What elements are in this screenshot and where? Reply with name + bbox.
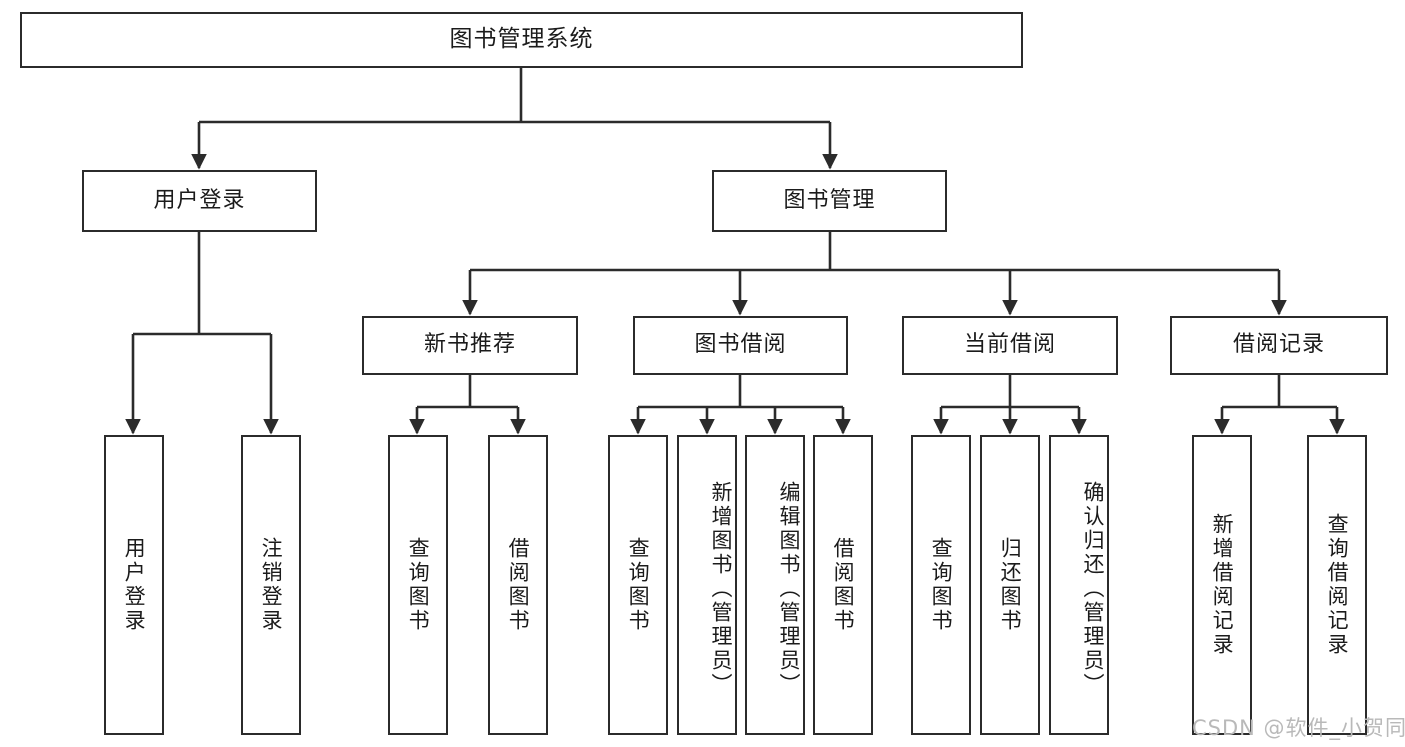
csdn-watermark: CSDN @软件_小贺同学	[1192, 716, 1405, 740]
node-book-borrow[interactable]: 图书借阅	[633, 316, 848, 375]
leaf-book-borrow-edit-admin[interactable]: 编辑图书（管理员）	[745, 435, 805, 735]
leaf-new-book-query[interactable]: 查询图书	[388, 435, 448, 735]
leaf-borrow-record-query[interactable]: 查询借阅记录	[1307, 435, 1367, 735]
node-new-book-recommend[interactable]: 新书推荐	[362, 316, 578, 375]
leaf-book-borrow-add-admin[interactable]: 新增图书（管理员）	[677, 435, 737, 735]
node-borrow-record[interactable]: 借阅记录	[1170, 316, 1388, 375]
node-root-system[interactable]: 图书管理系统	[20, 12, 1023, 68]
node-book-management[interactable]: 图书管理	[712, 170, 947, 232]
leaf-user-login-logout[interactable]: 注销登录	[241, 435, 301, 735]
leaf-book-borrow-borrow[interactable]: 借阅图书	[813, 435, 873, 735]
leaf-current-borrow-query[interactable]: 查询图书	[911, 435, 971, 735]
leaf-user-login-login[interactable]: 用户登录	[104, 435, 164, 735]
node-current-borrow[interactable]: 当前借阅	[902, 316, 1118, 375]
leaf-new-book-borrow[interactable]: 借阅图书	[488, 435, 548, 735]
node-user-login[interactable]: 用户登录	[82, 170, 317, 232]
leaf-current-borrow-return[interactable]: 归还图书	[980, 435, 1040, 735]
leaf-borrow-record-add[interactable]: 新增借阅记录	[1192, 435, 1252, 735]
leaf-current-borrow-confirm-admin[interactable]: 确认归还（管理员）	[1049, 435, 1109, 735]
leaf-book-borrow-query[interactable]: 查询图书	[608, 435, 668, 735]
